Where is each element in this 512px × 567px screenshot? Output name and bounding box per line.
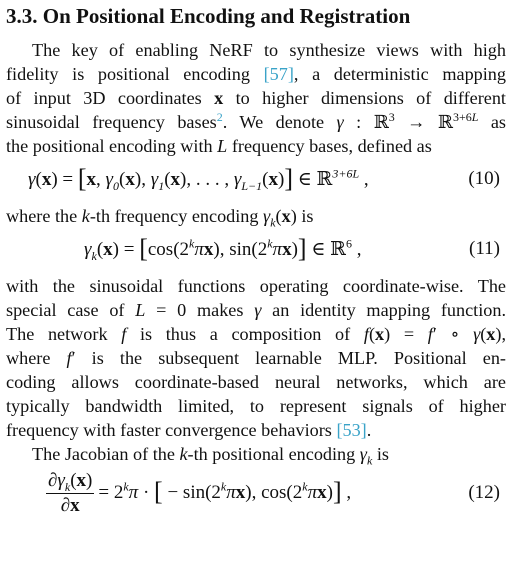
text-line: of input 3D coordinates x to higher dime… <box>6 88 506 108</box>
text-line: where f′ is the subsequent learnable MLP… <box>6 348 506 368</box>
paper-page: 3.3. On Positional Encoding and Registra… <box>6 2 506 522</box>
footnote-marker[interactable]: 2 <box>216 109 223 124</box>
citation-link[interactable]: [53] <box>336 420 367 440</box>
paragraph-identity-mapping: with the sinusoidal functions operating … <box>6 274 506 442</box>
text-line: The Jacobian of the k-th positional enco… <box>32 444 389 468</box>
equation-number: (12) <box>468 482 500 503</box>
text-line: sinusoidal frequency bases2. We denote γ… <box>6 109 506 132</box>
text-line: The key of enabling NeRF to synthesize v… <box>32 40 506 60</box>
text-line: the positional encoding with L frequency… <box>6 136 432 156</box>
equation-11: γk(x) = [cos(2kπx), sin(2kπx)] ∈ ℝ6 , (1… <box>84 234 500 263</box>
paragraph-jacobian: The Jacobian of the k-th positional enco… <box>6 442 506 468</box>
citation-link[interactable]: [57] <box>263 64 294 84</box>
text-line: special case of L = 0 makes γ an identit… <box>6 300 506 320</box>
text-line: fidelity is positional encoding [57], a … <box>6 64 506 84</box>
section-title: 3.3. On Positional Encoding and Registra… <box>6 4 411 28</box>
paragraph-kth-encoding: where the k-th frequency encoding γk(x) … <box>6 204 506 230</box>
text-line: with the sinusoidal functions operating … <box>6 276 506 296</box>
text-line: coding allows coordinate-based neural ne… <box>6 372 506 392</box>
equation-number: (11) <box>469 238 500 259</box>
text-line: typically bandwidth limited, to represen… <box>6 396 506 416</box>
inline-math: γ <box>336 112 344 132</box>
equation-10: γ(x) = [x, γ0(x), γ1(x), . . . , γL−1(x)… <box>28 164 500 193</box>
paragraph-positional-encoding-intro: The key of enabling NeRF to synthesize v… <box>6 38 506 158</box>
text-line: The network f is thus a composition of f… <box>6 324 506 344</box>
equation-12: ∂γk(x)∂x= 2kπ · [ − sin(2kπx), cos(2kπx)… <box>46 470 500 516</box>
equation-number: (10) <box>468 168 500 189</box>
text-line: frequency with faster convergence behavi… <box>6 420 372 440</box>
text-line: where the k-th frequency encoding γk(x) … <box>6 206 314 230</box>
